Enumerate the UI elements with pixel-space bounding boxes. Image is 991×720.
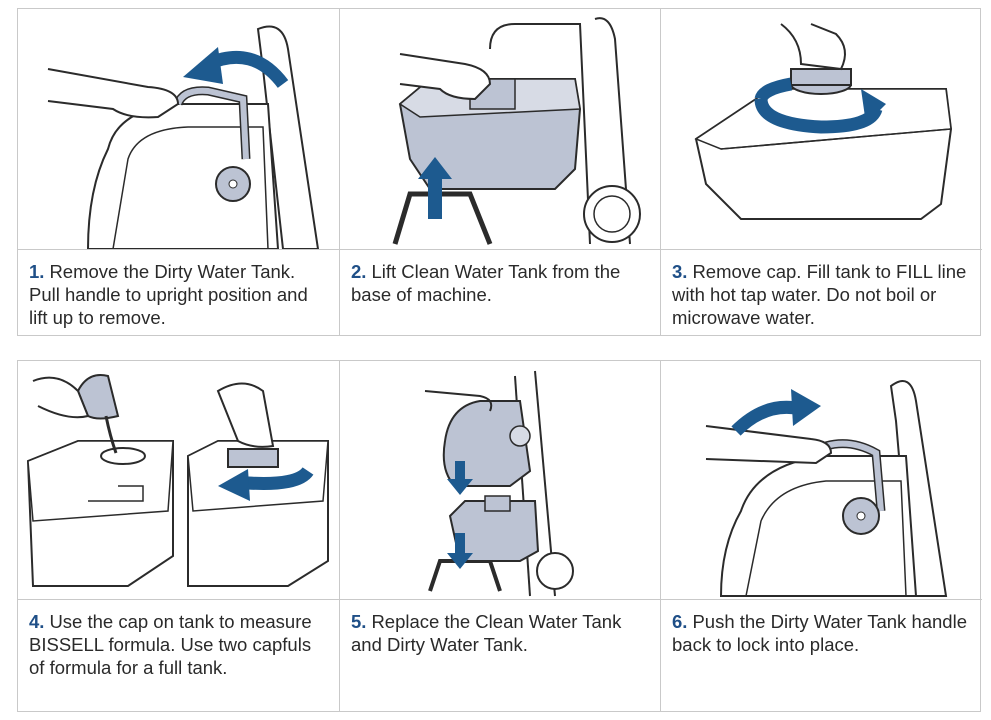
step-number: 3. xyxy=(672,261,688,282)
step-text: Lift Clean Water Tank from the base of m… xyxy=(351,261,621,305)
step-6-illustration xyxy=(661,361,982,600)
step-number: 1. xyxy=(29,261,45,282)
step-4-caption: 4.Use the cap on tank to measure BISSELL… xyxy=(18,600,339,679)
step-number: 6. xyxy=(672,611,688,632)
step-6-caption: 6.Push the Dirty Water Tank handle back … xyxy=(661,600,982,656)
step-2: 2.Lift Clean Water Tank from the base of… xyxy=(339,9,660,335)
step-1-caption: 1.Remove the Dirty Water Tank. Pull hand… xyxy=(18,250,339,329)
step-3-caption: 3.Remove cap. Fill tank to FILL line wit… xyxy=(661,250,982,329)
step-4: 4.Use the cap on tank to measure BISSELL… xyxy=(18,361,339,711)
step-number: 4. xyxy=(29,611,45,632)
step-text: Use the cap on tank to measure BISSELL f… xyxy=(29,611,312,678)
step-5-caption: 5.Replace the Clean Water Tank and Dirty… xyxy=(340,600,660,656)
step-text: Replace the Clean Water Tank and Dirty W… xyxy=(351,611,622,655)
instruction-panel-top: 1.Remove the Dirty Water Tank. Pull hand… xyxy=(17,8,982,336)
step-number: 5. xyxy=(351,611,367,632)
step-2-caption: 2.Lift Clean Water Tank from the base of… xyxy=(340,250,660,306)
step-1-illustration xyxy=(18,9,339,250)
step-text: Remove the Dirty Water Tank. Pull handle… xyxy=(29,261,308,328)
step-5: 5.Replace the Clean Water Tank and Dirty… xyxy=(339,361,660,711)
step-4-illustration xyxy=(18,361,339,600)
step-5-illustration xyxy=(340,361,660,600)
step-3: 3.Remove cap. Fill tank to FILL line wit… xyxy=(660,9,982,335)
step-text: Remove cap. Fill tank to FILL line with … xyxy=(672,261,967,328)
instruction-panel-bottom: 4.Use the cap on tank to measure BISSELL… xyxy=(17,360,982,712)
step-6: 6.Push the Dirty Water Tank handle back … xyxy=(660,361,982,711)
step-3-illustration xyxy=(661,9,982,250)
step-1: 1.Remove the Dirty Water Tank. Pull hand… xyxy=(18,9,339,335)
step-text: Push the Dirty Water Tank handle back to… xyxy=(672,611,967,655)
step-number: 2. xyxy=(351,261,367,282)
step-2-illustration xyxy=(340,9,660,250)
